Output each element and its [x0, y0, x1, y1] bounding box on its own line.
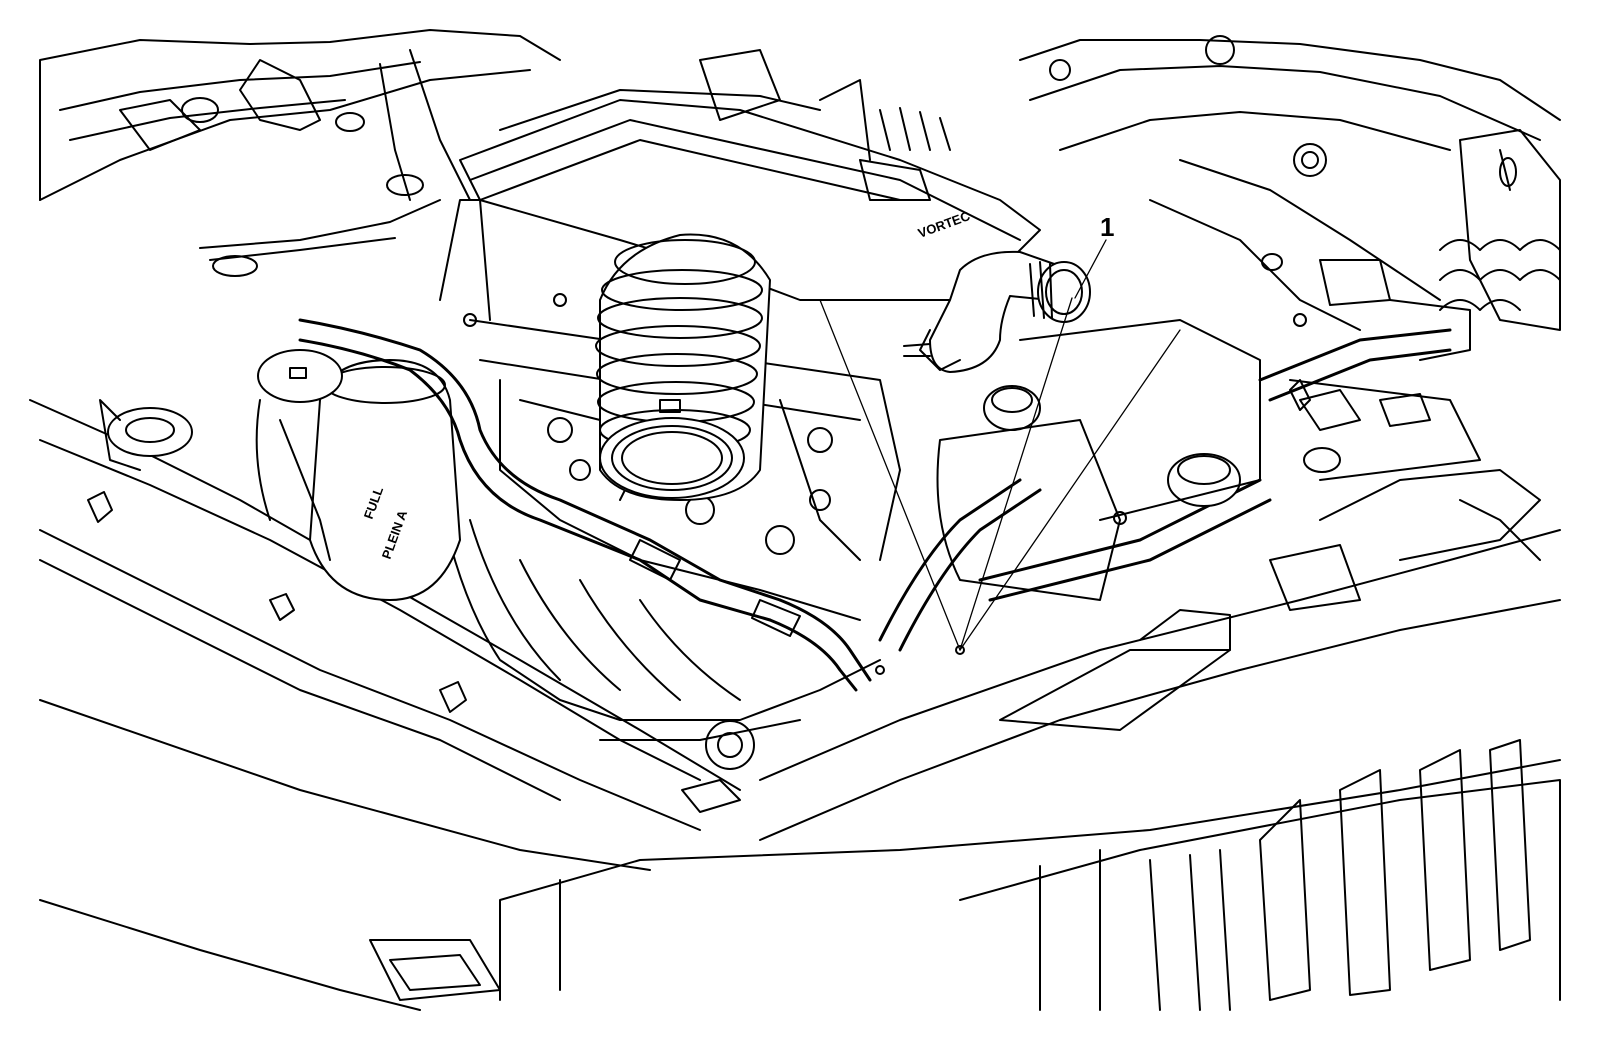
right-fluid-caps [936, 385, 1341, 601]
mounting-points [463, 293, 1307, 675]
callout-leaders [819, 239, 1181, 651]
right-fender [1019, 35, 1561, 361]
exhaust-manifold [439, 499, 881, 770]
battery-box [1019, 319, 1481, 521]
front-grille [499, 739, 1561, 1011]
front-bumper-left [39, 699, 651, 1011]
left-fender [39, 29, 561, 277]
callout-label-1: 1 [1100, 212, 1114, 242]
left-fluid-cap [99, 349, 343, 471]
component-1-vent-hose-elbow [903, 250, 1091, 373]
air-intake-duct [595, 233, 771, 501]
right-hood-edge [759, 469, 1561, 841]
engine-cover: VORTEC [459, 49, 1041, 301]
heater-hoses [298, 318, 1452, 692]
